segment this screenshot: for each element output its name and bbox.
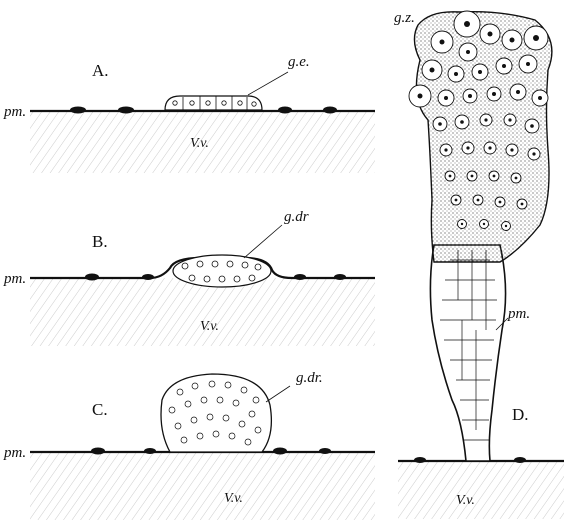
panel-b-letter: B. xyxy=(92,232,108,251)
panel-a-letter: A. xyxy=(92,61,109,80)
panel-a-leader-line xyxy=(248,72,288,95)
panel-a-membrane-label: pm. xyxy=(3,104,26,120)
panel-d-membrane-label: pm. xyxy=(507,306,530,322)
panel-b-cell-label: g.dr xyxy=(284,209,309,225)
panel-b-nucleus xyxy=(85,274,99,281)
panel-c-tissue-hatching xyxy=(30,452,375,520)
panel-a-nucleus xyxy=(278,107,292,114)
panel-c-nucleus xyxy=(319,448,331,454)
panel-c-cell-label: g.dr. xyxy=(296,370,323,386)
panel-c: C. pm. g.dr. V.v. xyxy=(3,370,375,520)
panel-a-nucleus xyxy=(70,107,86,114)
panel-b-nucleus xyxy=(142,274,154,280)
panel-a-nucleus xyxy=(118,107,134,114)
panel-b-membrane-label: pm. xyxy=(3,271,26,287)
panel-b-germ-cells xyxy=(173,255,271,287)
panel-d-tissue-hatching xyxy=(398,461,564,519)
panel-c-letter: C. xyxy=(92,400,108,419)
panel-b-tissue-hatching xyxy=(30,278,375,346)
panel-c-membrane-label: pm. xyxy=(3,445,26,461)
panel-d-base-label: V.v. xyxy=(456,493,475,508)
panel-a: A. pm. g.e. V.v. xyxy=(3,54,375,173)
panel-a-base-label: V.v. xyxy=(190,136,209,151)
panel-a-nucleus xyxy=(323,107,337,114)
panel-c-base-label: V.v. xyxy=(224,491,243,506)
panel-c-leader-line xyxy=(266,386,290,402)
panel-b: B. pm. g.dr V.v. xyxy=(3,209,375,346)
panel-d-nucleus xyxy=(414,457,426,463)
panel-d-nucleus xyxy=(514,457,526,463)
panel-c-nucleus xyxy=(91,448,105,455)
panel-d-stalk xyxy=(430,245,505,461)
panel-d: D. pm. g.z. V.v. xyxy=(394,10,564,519)
panel-c-nucleus xyxy=(273,448,287,455)
panel-c-nucleus xyxy=(144,448,156,454)
panel-a-germ-cells xyxy=(165,96,262,110)
panel-d-letter: D. xyxy=(512,405,529,424)
panel-b-leader-line xyxy=(244,225,282,258)
panel-b-nucleus xyxy=(334,274,346,280)
panel-d-germ-cell-zone xyxy=(409,11,552,262)
panel-b-base-label: V.v. xyxy=(200,319,219,334)
panel-a-cell-label: g.e. xyxy=(288,54,310,70)
panel-b-nucleus xyxy=(294,274,306,280)
panel-d-cell-label: g.z. xyxy=(394,10,415,26)
panel-c-germ-cell-mass xyxy=(161,374,271,452)
